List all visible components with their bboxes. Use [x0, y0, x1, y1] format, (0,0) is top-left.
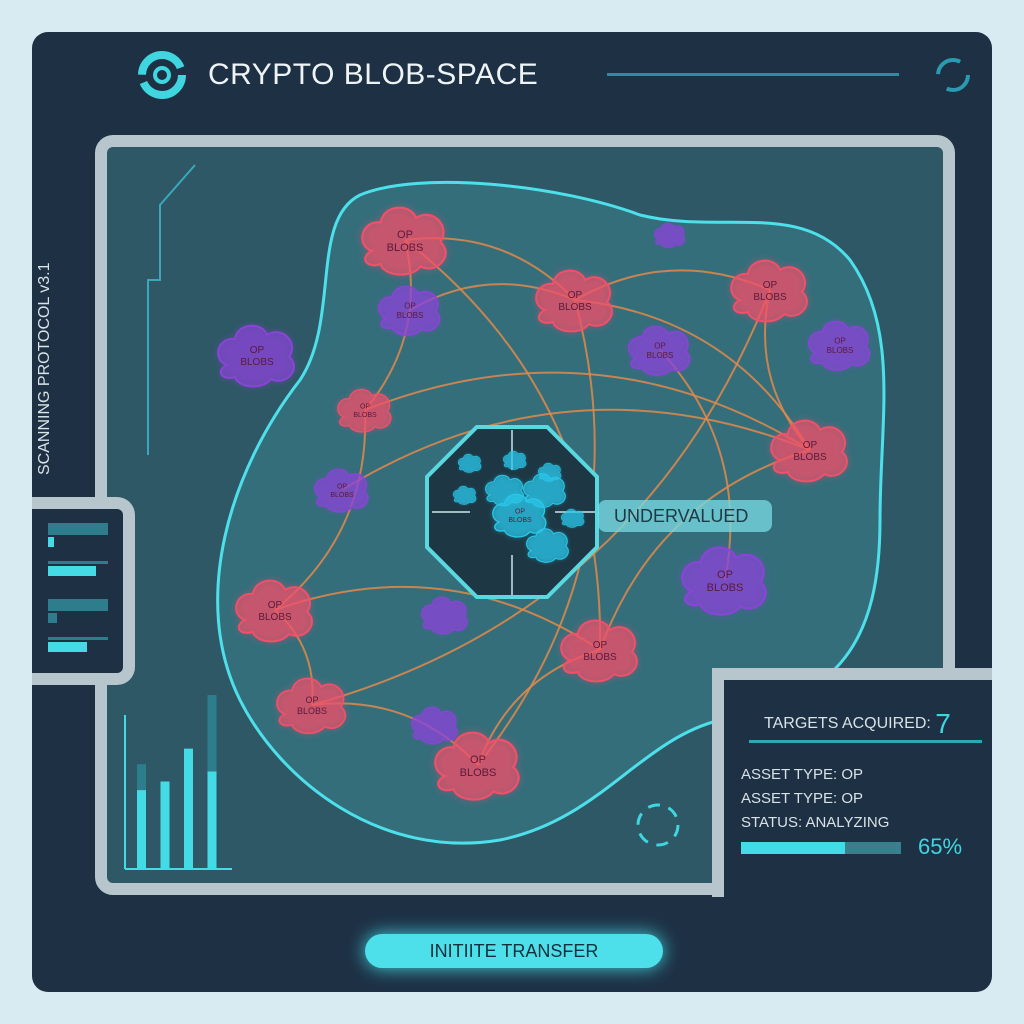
app-title: CRYPTO BLOB-SPACE [208, 58, 539, 91]
chart-bar [160, 781, 170, 868]
cyan-target-blob[interactable] [458, 453, 482, 473]
link-line [404, 239, 602, 651]
targets-label: TARGETS ACQUIRED: [764, 715, 931, 733]
cyan-target-blob[interactable] [453, 485, 477, 505]
level-track [48, 561, 108, 564]
link-line [364, 371, 811, 451]
circuit-line [147, 164, 196, 455]
asset-type-1: ASSET TYPE: OP [741, 766, 863, 783]
chart-bar [137, 790, 146, 868]
targets-panel: TARGETS ACQUIRED: 7 ASSET TYPE: OP ASSET… [712, 668, 992, 897]
level-bar [48, 566, 96, 576]
initiate-transfer-button[interactable]: INITIITE TRANSFER [365, 934, 663, 968]
level-bar [48, 642, 87, 652]
link-line [659, 349, 732, 581]
status-text: STATUS: ANALYZING [741, 814, 890, 831]
chart-bar [207, 771, 217, 868]
level-bar [48, 613, 57, 623]
purple-op-blob[interactable] [421, 596, 468, 635]
targets-count: 7 [935, 708, 951, 739]
level-track [48, 523, 108, 535]
progress-percent: 65% [918, 834, 963, 859]
undervalued-tag[interactable]: UNDERVALUED [598, 500, 772, 532]
cyan-target-blob[interactable] [561, 508, 585, 528]
header-divider [607, 73, 899, 76]
divider [749, 740, 982, 743]
link-line [574, 299, 811, 451]
progress-fill [741, 842, 845, 854]
level-track [48, 637, 108, 640]
purple-op-blob[interactable] [411, 706, 458, 745]
purple-op-blob[interactable] [654, 222, 686, 248]
link-line [311, 289, 771, 706]
cyan-target-blob[interactable] [538, 462, 562, 482]
level-bar [48, 537, 54, 547]
loading-ring-icon [936, 58, 970, 92]
progress-bar [741, 842, 901, 854]
reticle-icon [636, 803, 680, 847]
cyan-target-blob[interactable] [503, 450, 527, 470]
cyan-target-blob[interactable] [526, 528, 569, 563]
link-line [341, 408, 811, 491]
asset-type-2: ASSET TYPE: OP [741, 790, 863, 807]
chart-bar [184, 748, 193, 868]
level-track [48, 599, 108, 611]
swirl-logo-icon [138, 51, 186, 99]
targets-row: TARGETS ACQUIRED: 7 [764, 708, 951, 740]
